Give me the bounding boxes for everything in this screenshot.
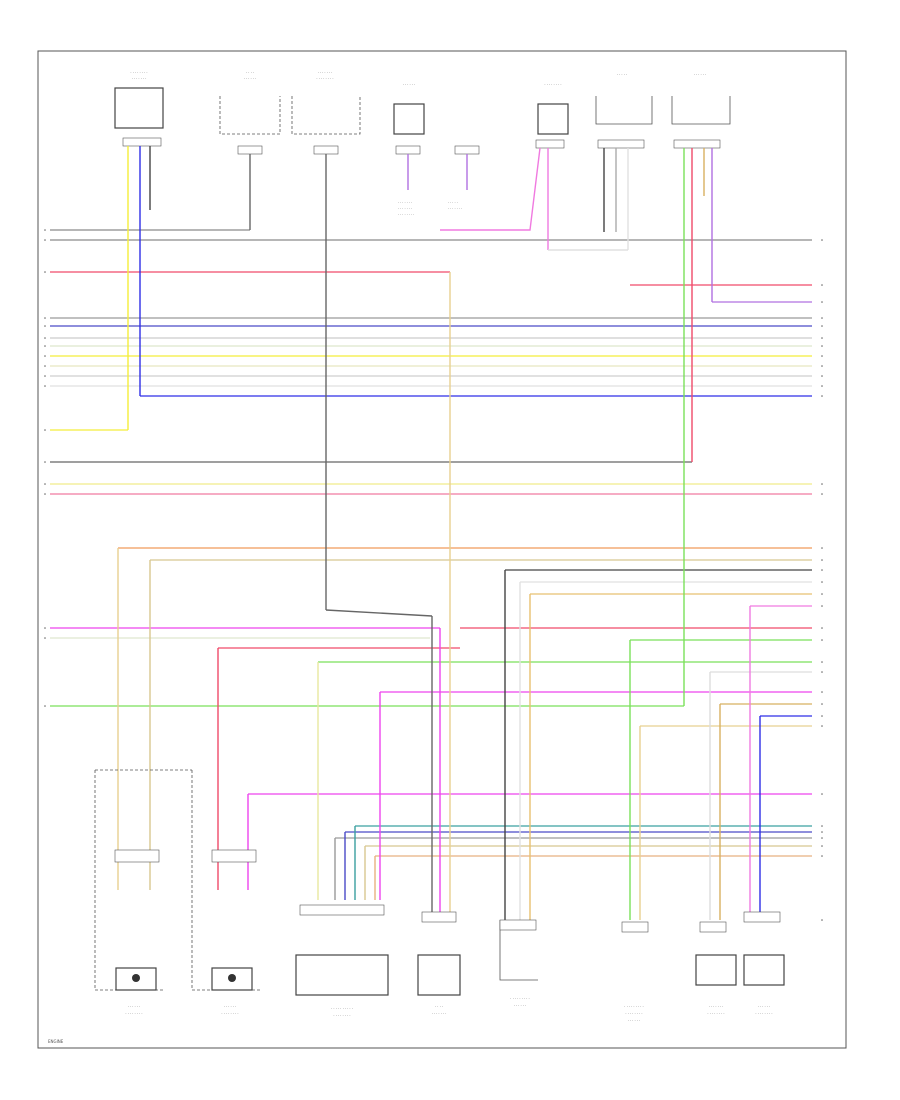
svg-text:· · · · · · · · ·: · · · · · · · · ·	[510, 997, 529, 1001]
component-bottom-7	[695, 954, 737, 986]
svg-text:· · · · · · · ·: · · · · · · · ·	[130, 71, 147, 75]
component-top-5	[537, 103, 569, 135]
component-top-1	[114, 87, 164, 129]
connector-c1	[122, 137, 162, 147]
svg-text:· · · · · · · ·: · · · · · · · ·	[707, 1012, 724, 1016]
right-pin-markers	[821, 239, 823, 921]
connector-c5	[454, 145, 480, 155]
svg-text:· · · · · · · ·: · · · · · · · ·	[221, 1012, 238, 1016]
svg-text:· · · · · ·: · · · · · ·	[128, 1005, 141, 1009]
diagram-frame	[37, 50, 847, 1049]
svg-text:· · · · · ·: · · · · · ·	[403, 83, 416, 87]
svg-text:· · · · ·: · · · · ·	[448, 201, 458, 205]
svg-text:· · · · · · · ·: · · · · · · · ·	[398, 213, 414, 217]
connector-c2	[237, 145, 263, 155]
component-bottom-5	[499, 920, 538, 981]
svg-text:· · · · · ·: · · · · · ·	[758, 1005, 771, 1009]
connector-c6	[535, 139, 565, 149]
footer-code: ENGINE	[48, 1039, 64, 1044]
svg-text:· · · · · · · ·: · · · · · · · ·	[625, 1012, 642, 1016]
connector-c7	[597, 139, 645, 149]
svg-text:· · · · · · · ·: · · · · · · · ·	[333, 1014, 350, 1018]
connector-c4	[395, 145, 421, 155]
component-bottom-3	[295, 954, 389, 996]
component-top-2	[219, 96, 281, 135]
svg-text:· · · · · · ·: · · · · · · ·	[398, 201, 412, 205]
component-bottom-6	[621, 921, 649, 933]
svg-text:· · · · · · · · · ·: · · · · · · · · · ·	[331, 1007, 353, 1011]
svg-text:· · · · · · · ·: · · · · · · · ·	[755, 1012, 772, 1016]
svg-text:· · · · · · ·: · · · · · · ·	[448, 207, 462, 211]
svg-text:· · · · · · ·: · · · · · · ·	[432, 1012, 447, 1016]
svg-text:· · · · · ·: · · · · · ·	[514, 1004, 527, 1008]
svg-text:· · · ·: · · · ·	[246, 71, 254, 75]
svg-text:· · · · · ·: · · · · · ·	[628, 1019, 641, 1023]
svg-text:· · · · ·: · · · · ·	[617, 73, 627, 77]
svg-text:· · · · · ·: · · · · · ·	[694, 73, 707, 77]
component-bottom-1	[94, 770, 165, 991]
svg-text:· · · · · · ·: · · · · · · ·	[318, 71, 333, 75]
bottom-components: · · · · · · · · · · · · · · · · · · · · …	[94, 769, 785, 1023]
svg-text:· · · · · ·: · · · · · ·	[224, 1005, 237, 1009]
svg-text:· · · · · · · ·: · · · · · · · ·	[125, 1012, 142, 1016]
svg-text:· · · ·: · · · ·	[435, 1005, 443, 1009]
vertical-wires	[117, 146, 761, 920]
svg-text:· · · · · · ·: · · · · · · ·	[709, 1005, 724, 1009]
left-pin-markers	[44, 229, 46, 707]
component-bottom-4	[417, 954, 461, 996]
component-top-7	[671, 96, 731, 125]
component-top-6	[595, 96, 653, 125]
component-top-4	[393, 103, 425, 135]
connector-c3	[313, 145, 339, 155]
connector-c8	[673, 139, 721, 149]
component-top-3	[291, 96, 361, 135]
component-bottom-2	[191, 770, 262, 991]
bus-lines	[50, 229, 812, 857]
svg-text:· · · · · · ·: · · · · · · ·	[132, 77, 147, 81]
svg-text:· · · · · · · ·: · · · · · · · ·	[316, 77, 333, 81]
svg-text:· · · · · ·: · · · · · ·	[244, 77, 257, 81]
top-components: · · · · · · · · · · · · · · · · · · · · …	[114, 71, 731, 217]
svg-text:· · · · · · ·: · · · · · · ·	[398, 207, 412, 211]
component-bottom-8	[743, 954, 785, 986]
svg-text:· · · · · · · · ·: · · · · · · · · ·	[624, 1005, 643, 1009]
svg-text:· · · · · · · ·: · · · · · · · ·	[544, 83, 561, 87]
